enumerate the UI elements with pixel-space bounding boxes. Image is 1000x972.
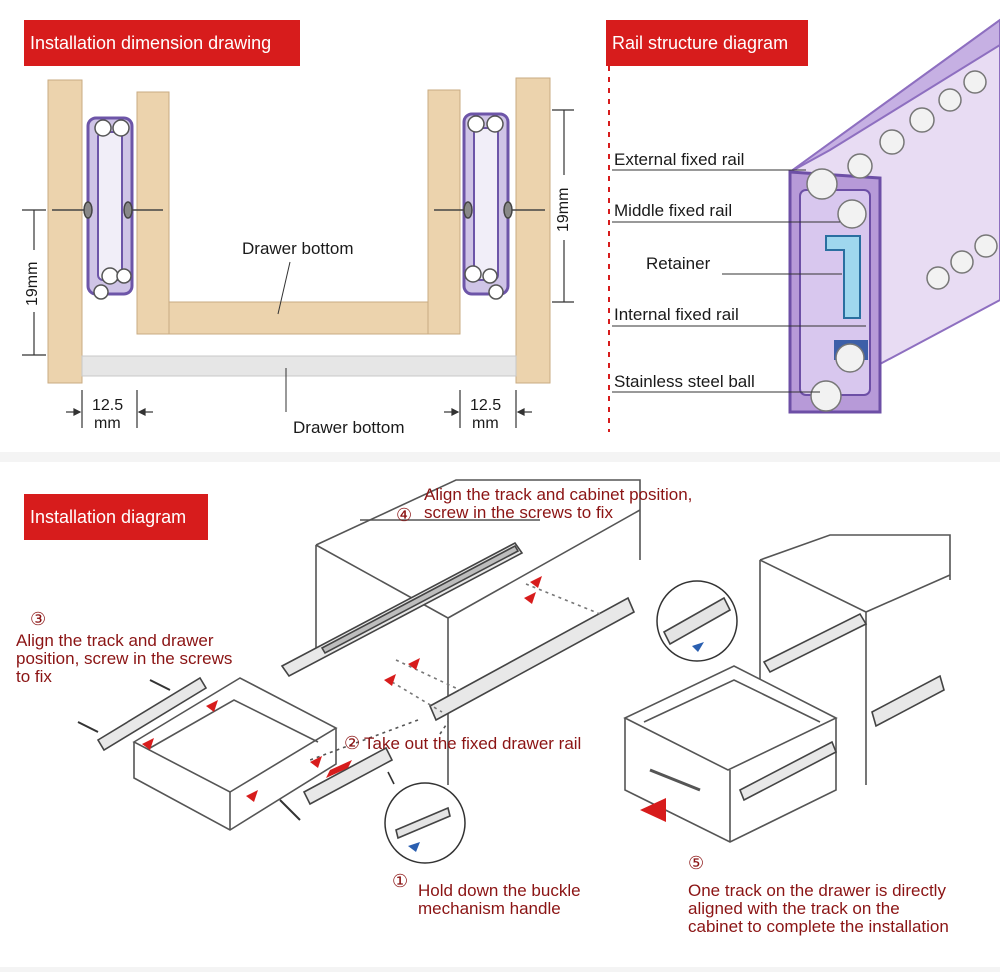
installation-drawing — [77, 479, 951, 864]
leader-inner — [277, 261, 291, 315]
drawer-bottom-board — [168, 301, 429, 335]
right-slide-rail — [462, 112, 510, 300]
detail-circle-step1 — [384, 771, 466, 864]
cabinet-rail-upper — [280, 541, 524, 678]
step2-number: ② — [344, 733, 361, 753]
right-cabinet-wall — [515, 77, 551, 384]
step1-line2: mechanism handle — [418, 899, 561, 918]
left-cabinet-wall — [47, 79, 83, 384]
step5-line3: cabinet to complete the installation — [688, 917, 949, 936]
detail-circle-step5 — [656, 580, 738, 662]
step4-line2: screw in the screws to fix — [424, 503, 613, 522]
rail-part-ball: Stainless steel ball — [614, 372, 755, 391]
step3-number: ③ — [30, 609, 47, 629]
height-dimension-right — [552, 109, 574, 303]
height-dimension-left — [22, 209, 46, 356]
left-slide-rail — [86, 116, 134, 300]
gap-left-value: 12.5 — [92, 397, 124, 414]
step3-line2: position, screw in the screws — [16, 649, 233, 668]
drawer-bottom-inner-label: Drawer bottom — [242, 239, 354, 258]
drawer-step3 — [96, 676, 338, 831]
gap-dimensions — [66, 390, 532, 428]
rail-part-internal: Internal fixed rail — [614, 305, 739, 324]
dimension-section-title: Installation dimension drawing — [24, 20, 300, 66]
height-left-label: 19mm — [24, 261, 41, 306]
installation-panel — [0, 462, 1000, 967]
step4-line1: Align the track and cabinet position, — [424, 485, 693, 504]
screws — [52, 201, 545, 219]
height-right-label: 19mm — [555, 187, 572, 232]
right-drawer-side — [427, 89, 461, 335]
gap-left-unit: mm — [94, 415, 121, 432]
cabinet-bottom-plate — [81, 355, 517, 377]
rail-part-middle: Middle fixed rail — [614, 201, 733, 220]
gap-right-value: 12.5 — [470, 397, 502, 414]
rail-structure-drawing — [608, 18, 1000, 432]
step4-number: ④ — [396, 505, 413, 525]
installation-section-title: Installation diagram — [24, 494, 208, 540]
drawer-step5 — [623, 665, 838, 843]
drawer-bottom-outer-label: Drawer bottom — [293, 418, 405, 437]
step5-line1: One track on the drawer is directly — [688, 881, 946, 900]
left-drawer-side — [136, 91, 170, 335]
step5-line2: aligned with the track on the — [688, 899, 900, 918]
structure-section-title: Rail structure diagram — [606, 20, 808, 66]
rail-part-external: External fixed rail — [614, 150, 745, 169]
red-screw-marks — [142, 576, 542, 802]
step1-line1: Hold down the buckle — [418, 881, 581, 900]
push-arrow — [640, 798, 666, 822]
cabinet-rail-lower — [428, 596, 636, 722]
gap-right-unit: mm — [472, 415, 499, 432]
step1-number: ① — [392, 871, 409, 891]
step2-text: Take out the fixed drawer rail — [364, 734, 582, 753]
step3-line3: to fix — [16, 667, 52, 686]
rail-part-retainer: Retainer — [646, 254, 711, 273]
dimension-drawing — [22, 77, 574, 428]
step3-line1: Align the track and drawer — [16, 631, 214, 650]
step5-number: ⑤ — [688, 853, 705, 873]
